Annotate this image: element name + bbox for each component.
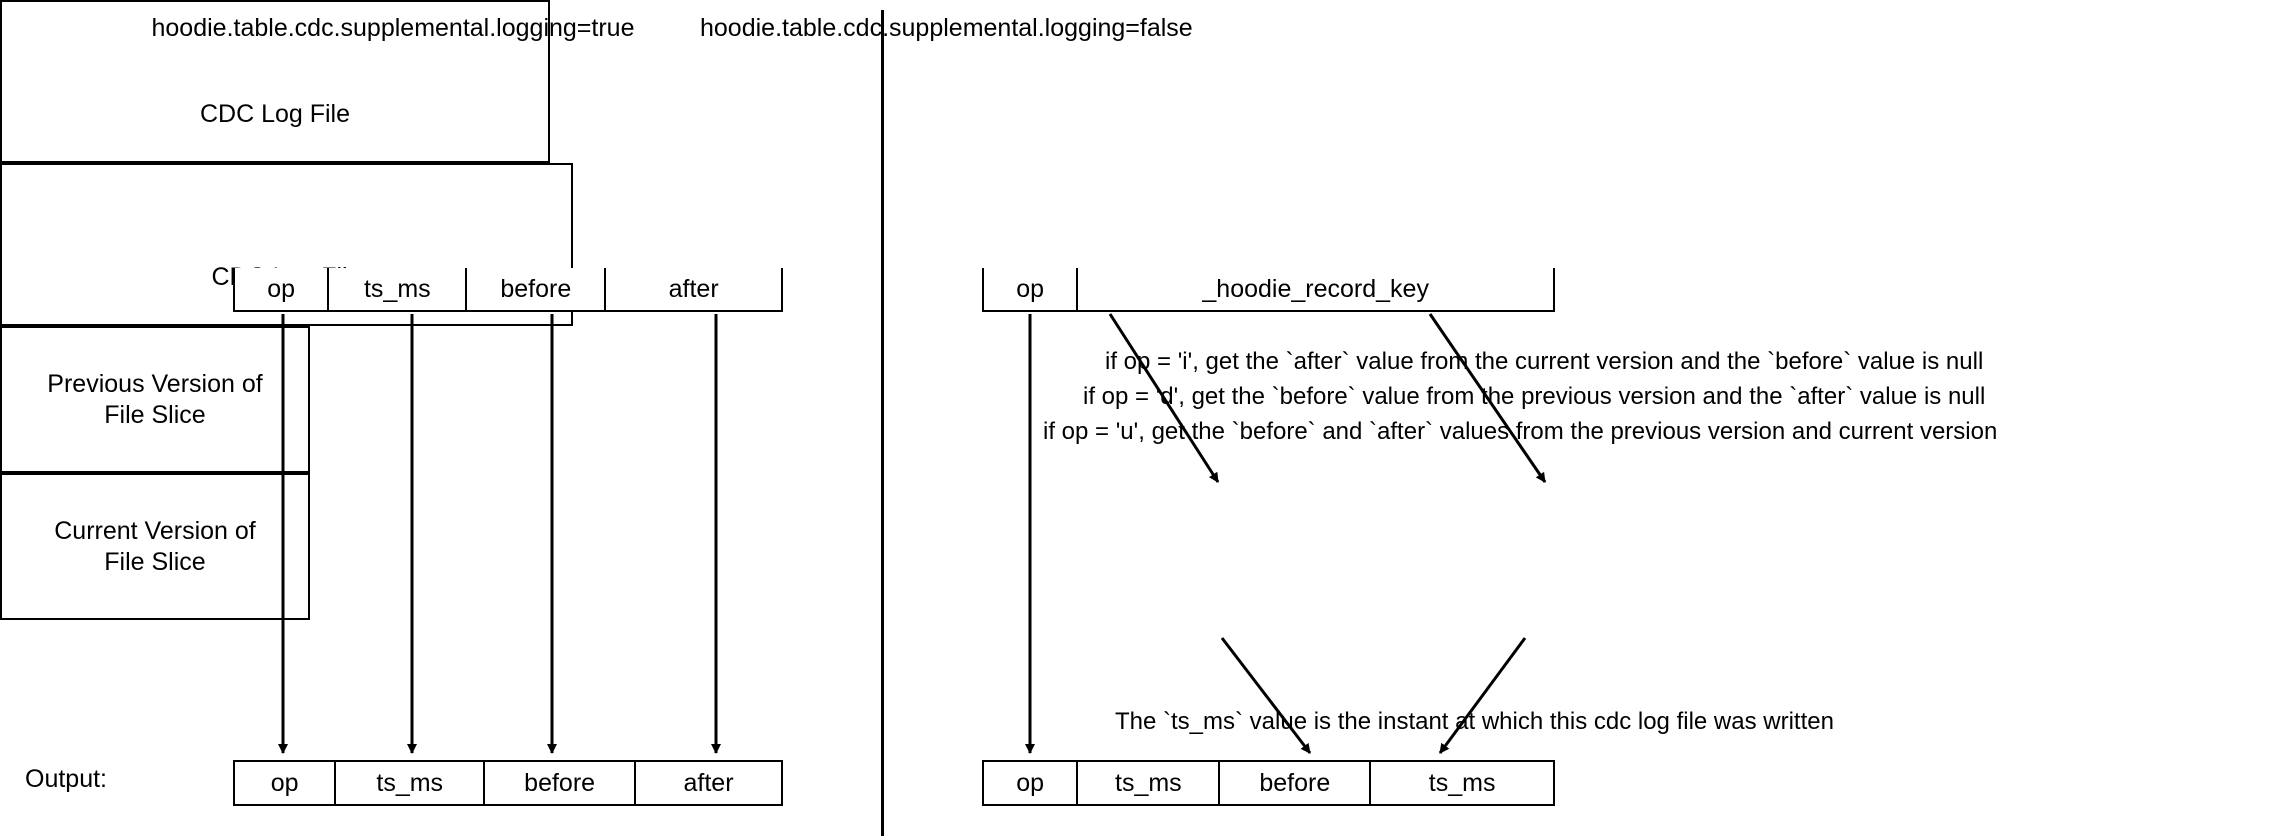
panel-divider	[881, 10, 884, 836]
right-arrow-to-previous-version	[1108, 313, 1220, 483]
table-cell: op	[1016, 768, 1045, 797]
table-cell: op	[270, 768, 299, 797]
table-cell: after	[604, 268, 781, 310]
right-arrow-current-to-ts-ms	[1438, 637, 1527, 754]
right-output-columns: op ts_ms before ts_ms	[982, 760, 1555, 806]
right-arrow-to-current-version	[1428, 313, 1547, 483]
previous-version-box: Previous Version of File Slice	[0, 326, 310, 473]
right-footnote: The `ts_ms` value is the instant at whic…	[1115, 708, 1834, 735]
left-cdc-log-file-columns: op ts_ms before after	[233, 268, 783, 312]
right-cdc-log-file-columns: op _hoodie_record_key	[982, 268, 1555, 312]
right-note-line-1: if op = 'i', get the `after` value from …	[1105, 348, 1984, 375]
table-cell: _hoodie_record_key	[1076, 268, 1553, 310]
current-version-line1: Current Version of	[54, 516, 256, 545]
table-cell: after	[634, 762, 781, 804]
table-cell: ts_ms	[1076, 762, 1218, 804]
previous-version-line2: File Slice	[104, 400, 206, 429]
left-cdc-log-file-box: CDC Log File	[0, 0, 550, 163]
left-panel-title: hoodie.table.cdc.supplemental.logging=tr…	[151, 14, 635, 42]
table-cell: ts_ms	[1369, 762, 1553, 804]
table-cell: ts_ms	[334, 762, 483, 804]
current-version-line2: File Slice	[104, 547, 206, 576]
previous-version-line1: Previous Version of	[47, 369, 263, 398]
table-cell: op	[267, 274, 296, 303]
left-output-label: Output:	[25, 765, 107, 793]
table-cell: before	[465, 268, 604, 310]
table-cell: before	[1218, 762, 1369, 804]
right-panel-title: hoodie.table.cdc.supplemental.logging=fa…	[700, 14, 1193, 42]
table-cell: before	[483, 762, 634, 804]
table-cell: ts_ms	[327, 268, 465, 310]
right-note-line-3: if op = 'u', get the `before` and `after…	[1043, 418, 1998, 445]
right-arrow-previous-to-before	[1220, 637, 1312, 754]
current-version-box: Current Version of File Slice	[0, 473, 310, 620]
left-output-columns: op ts_ms before after	[233, 760, 783, 806]
table-cell: op	[1016, 274, 1045, 303]
right-note-line-2: if op = 'd', get the `before` value from…	[1083, 383, 1986, 410]
